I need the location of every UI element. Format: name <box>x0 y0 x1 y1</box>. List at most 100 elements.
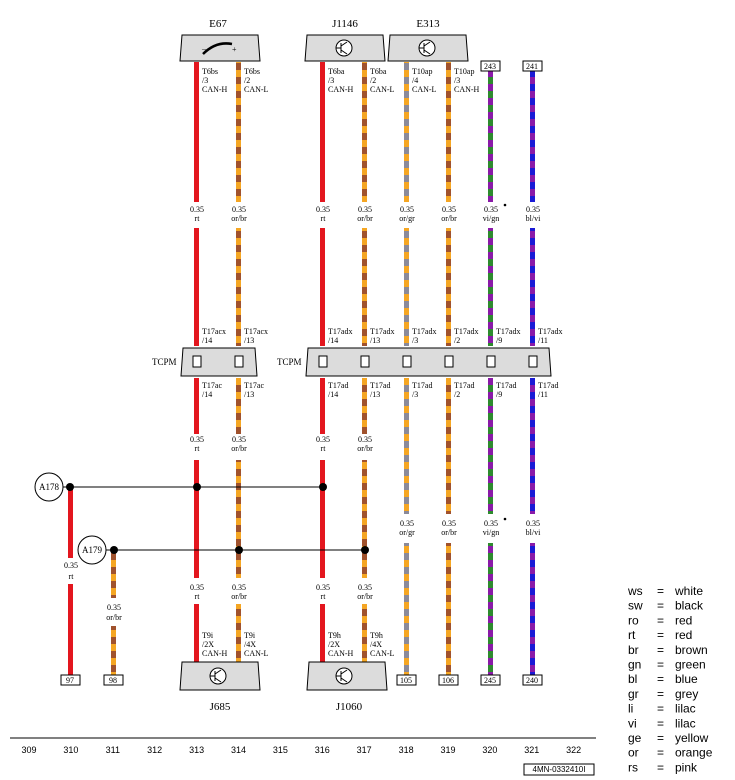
component-j1146: J1146 <box>304 18 386 62</box>
legend-code: rt <box>628 628 636 642</box>
wire-310-upper <box>68 487 73 558</box>
wire-317-upper <box>362 62 367 202</box>
wire-311-lower <box>111 626 116 675</box>
wire-317-end <box>362 604 367 662</box>
column-number: 311 <box>106 745 120 755</box>
wire-313-lower <box>194 378 199 434</box>
ref-box-245: 245 <box>480 674 501 686</box>
wire-320-upper <box>488 71 493 202</box>
wire-321-middle <box>530 228 535 346</box>
junction-dot <box>319 483 327 491</box>
wire-320-lower <box>488 378 493 514</box>
pin-label: T17ad/3 <box>412 381 432 399</box>
legend-code: li <box>628 702 633 716</box>
column-number: 318 <box>399 745 414 755</box>
legend-code: vi <box>628 716 637 730</box>
wire-318-upper <box>404 62 409 202</box>
wire-319-bottom <box>446 543 451 675</box>
wire-310-lower <box>68 584 73 675</box>
terminal-icon <box>360 355 370 368</box>
wire-320-bottom <box>488 543 493 675</box>
ref-240: 240 <box>526 676 538 685</box>
ref-box-106: 106 <box>438 674 459 686</box>
bus-lines <box>60 483 369 554</box>
ground-point-a179-label: A179 <box>82 545 102 555</box>
legend-code: bl <box>628 672 637 686</box>
ref-box-105: 105 <box>396 674 417 686</box>
pin-label: T17ad/14 <box>328 381 348 399</box>
wire-313-middle <box>194 228 199 346</box>
legend-equals: = <box>657 731 664 745</box>
wire-314-bottom <box>236 460 241 578</box>
column-number: 315 <box>273 745 288 755</box>
column-number: 312 <box>147 745 162 755</box>
junction-dot <box>193 483 201 491</box>
wire-321-upper <box>530 71 535 202</box>
legend-colour: lilac <box>675 702 696 716</box>
legend-code: sw <box>628 599 643 613</box>
legend-colour: white <box>674 584 703 598</box>
ref-98: 98 <box>109 676 117 685</box>
pin-label: T17ac/13 <box>244 381 264 399</box>
wire-317-bottom <box>362 460 367 578</box>
wire-316-bottom <box>320 460 325 578</box>
component-e313: E313 <box>387 18 469 62</box>
ref-105: 105 <box>400 676 412 685</box>
plus-sign: + <box>232 45 237 54</box>
tcpm-right-label: TCPM <box>277 357 302 367</box>
legend-colour: red <box>675 628 692 642</box>
wire-313-bottom <box>194 460 199 578</box>
terminal-icon <box>318 355 328 368</box>
legend-code: gr <box>628 687 639 701</box>
component-j1060: J1060 <box>306 661 388 713</box>
transistor-icon <box>209 667 227 685</box>
ref-box-97: 97 <box>60 674 81 686</box>
tcpm-left: TCPM <box>152 347 258 377</box>
legend-equals: = <box>657 702 664 716</box>
column-number: 322 <box>566 745 581 755</box>
terminal-icon <box>234 355 244 368</box>
ref-box-241: 241 <box>522 60 543 72</box>
legend-equals: = <box>657 599 664 613</box>
terminal-icon <box>402 355 412 368</box>
legend-equals: = <box>657 760 664 774</box>
terminal-icon <box>486 355 496 368</box>
wire-314-end <box>236 604 241 662</box>
pin-label: T17adx/3 <box>412 327 436 345</box>
pin-label: T17acx/14 <box>202 327 226 345</box>
component-e67-name: E67 <box>209 18 227 30</box>
component-e313-name: E313 <box>416 18 440 30</box>
ground-point-a178: A178 <box>34 472 64 502</box>
transistor-icon <box>335 667 353 685</box>
ref-106: 106 <box>442 676 454 685</box>
ref-box-98: 98 <box>103 674 124 686</box>
legend-colour: green <box>675 658 706 672</box>
component-e67: E67 – + <box>179 18 261 62</box>
column-number: 310 <box>63 745 78 755</box>
junction-dot <box>361 546 369 554</box>
legend-code: ge <box>628 731 642 745</box>
legend-equals: = <box>657 628 664 642</box>
legend-code: ro <box>628 613 639 627</box>
legend-colour: brown <box>675 643 708 657</box>
ref-245: 245 <box>484 676 496 685</box>
pin-label: T17ad/13 <box>370 381 390 399</box>
marker-dot <box>503 203 507 207</box>
column-number: 309 <box>21 745 36 755</box>
